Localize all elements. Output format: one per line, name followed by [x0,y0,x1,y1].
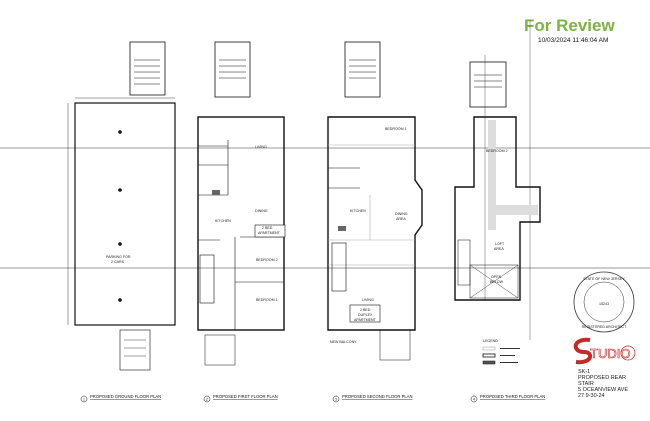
plan-title: PROPOSED GROUND FLOOR PLAN [90,394,161,399]
room-label: APARTMENT [258,231,281,235]
room-label: KITCHEN [215,219,231,223]
svg-text:TUDIO: TUDIO [590,346,630,361]
first-floor-plan [197,41,286,366]
room-label: NEW BALCONY [330,340,357,344]
room-label: LIVING [362,298,374,302]
room-label: AREA [396,217,406,221]
room-label: BEDROOM 2 [256,258,278,262]
room-label: LIVING [255,145,267,149]
sheet-line: STAIR [578,381,594,387]
plan-title: PROPOSED THIRD FLOOR PLAN [480,394,545,399]
room-label: 2 BED [262,226,273,230]
legend-title: LEGEND [483,339,498,343]
room-label: KITCHEN [350,209,366,213]
plan-number: 1 [83,398,85,402]
review-timestamp: 10/03/2024 11:46:04 AM [538,37,609,44]
room-label: DINING [395,212,408,216]
svg-text:REGISTERED ARCHITECT: REGISTERED ARCHITECT [582,325,628,329]
plan-title: PROPOSED FIRST FLOOR PLAN [213,394,278,399]
room-label: DINING [255,209,268,213]
for-review-label: For Review [524,16,615,35]
plan-number: 2 [206,398,208,402]
plan-number: 3 [335,398,337,402]
third-floor-plan [454,61,541,301]
room-label: PARKING FOR [106,255,131,259]
room-label: BEDROOM 1 [385,127,407,131]
sheet-id: SK-1 [578,369,591,375]
plan-title: PROPOSED SECOND FLOOR PLAN [342,394,413,399]
svg-text:STATE OF NEW JERSEY: STATE OF NEW JERSEY [583,277,625,281]
room-label: 2 BED [360,308,371,312]
room-label: DUPLEX [358,313,373,317]
second-floor-plan [327,41,423,361]
room-label: APARTMENT [354,318,377,322]
sheet-line: 27 9-30-24 [578,393,605,399]
room-label: OPEN [491,275,502,279]
room-label: 2 CARS [111,260,125,264]
studio-logo: TUDIO [573,337,636,365]
room-label: BELOW [490,280,504,284]
room-label: BEDROOM 1 [256,298,278,302]
room-label: BEDROOM 2 [486,149,508,153]
room-label: AREA [494,247,504,251]
legend: LEGEND [482,339,520,365]
sheet-line: 5 OCEANVIEW AVE [578,387,629,393]
architect-seal: STATE OF NEW JERSEY 15243 REGISTERED ARC… [573,271,635,333]
sheet-line: PROPOSED REAR [578,375,626,381]
room-label: LOFT [495,242,505,246]
plan-titles [80,395,478,403]
plan-number: 4 [473,398,475,402]
svg-text:15243: 15243 [599,302,609,306]
ground-floor-plan [67,41,176,371]
